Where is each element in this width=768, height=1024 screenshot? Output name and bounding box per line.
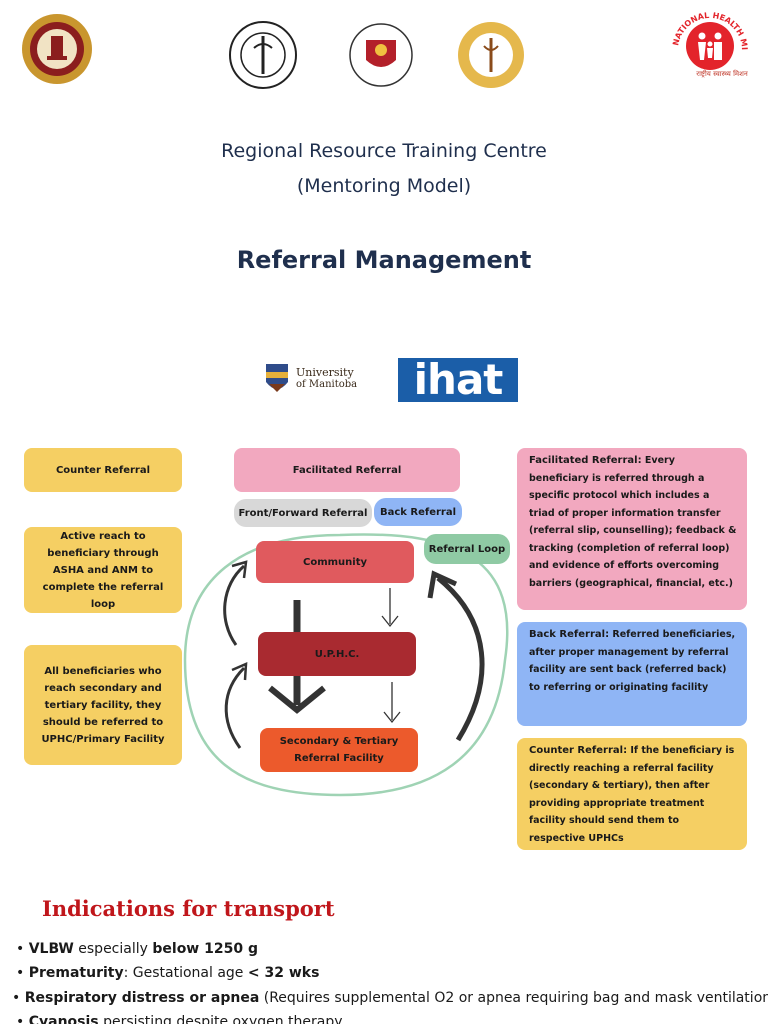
community-node: Community: [256, 541, 414, 583]
all-beneficiaries-box: All beneficiaries who reach secondary an…: [24, 645, 182, 765]
b1-bold2: below 1250 g: [152, 941, 258, 957]
back-referral-curved-arrow: [436, 576, 485, 742]
b3-mid: (Requires supplemental O2 or apnea requi…: [259, 990, 768, 1006]
facilitated-desc-text: Every beneficiary is referred through a …: [529, 455, 737, 589]
um-line1: University: [296, 366, 354, 379]
national-health-mission-logo: NATIONAL HEALTH MISSION: [664, 10, 756, 72]
indication-bullet-respiratory: • Respiratory distress or apnea (Require…: [12, 990, 768, 1006]
university-of-manitoba-logo: University of Manitoba: [264, 362, 357, 396]
page-title: Referral Management: [236, 246, 532, 274]
curved-up-arrow-upper: [223, 564, 246, 646]
b4-mid: persisting despite oxygen therapy: [98, 1014, 343, 1024]
back-desc-text: Referred beneficiaries, after proper man…: [529, 629, 736, 693]
um-line2: of Manitoba: [296, 379, 358, 390]
facilitated-referral-label: Facilitated Referral: [234, 448, 460, 492]
active-reach-box: Active reach to beneficiary through ASHA…: [24, 527, 182, 613]
b2-mid: : Gestational age: [123, 965, 248, 981]
um-shield-icon: [266, 364, 288, 392]
b1-bold: VLBW: [28, 941, 74, 957]
b4-bold: Cyanosis: [28, 1014, 99, 1024]
back-referral-label: Back Referral: [374, 498, 462, 526]
indication-bullet-prematurity: • Prematurity: Gestational age < 32 wks: [16, 965, 320, 981]
header-line1: Regional Resource Training Centre: [221, 140, 547, 162]
counter-desc-lead: Counter Referral:: [529, 745, 628, 756]
referral-loop-label: Referral Loop: [424, 534, 510, 564]
facilitated-desc-lead: Facilitated Referral:: [529, 455, 642, 466]
counter-desc-text: If the beneficiary is directly reaching …: [529, 745, 735, 844]
front-forward-referral-label: Front/Forward Referral: [234, 499, 372, 527]
armed-forces-college-logo: [348, 22, 414, 88]
mgm-medical-college-logo: [228, 20, 298, 90]
header-line2: (Mentoring Model): [296, 175, 472, 197]
b2-bold: Prematurity: [28, 965, 124, 981]
indications-title: Indications for transport: [42, 896, 335, 921]
b1-mid: especially: [73, 941, 153, 957]
indication-bullet-cyanosis: • Cyanosis persisting despite oxygen the…: [16, 1014, 343, 1024]
uphc-node: U.P.H.C.: [258, 632, 416, 676]
referral-loop-ring: [183, 533, 509, 797]
mp-government-emblem-logo: [20, 12, 94, 86]
back-desc-lead: Back Referral:: [529, 629, 610, 640]
counter-referral-label: Counter Referral: [24, 448, 182, 492]
ihat-logo: ihat: [398, 358, 518, 402]
secondary-tertiary-node: Secondary & Tertiary Referral Facility: [260, 728, 418, 772]
b2-bold2: < 32 wks: [247, 965, 320, 981]
curved-up-arrow-lower: [224, 666, 246, 749]
back-referral-description: Back Referral: Referred beneficiaries, a…: [517, 622, 747, 726]
nscb-medical-college-logo: [456, 20, 526, 90]
counter-referral-description: Counter Referral: If the beneficiary is …: [517, 738, 747, 850]
b3-bold: Respiratory distress or apnea: [24, 990, 260, 1006]
facilitated-referral-description: Facilitated Referral: Every beneficiary …: [517, 448, 747, 610]
indication-bullet-vlbw: • VLBW especially below 1250 g: [16, 941, 258, 957]
nhm-caption: राष्ट्रीय स्वास्थ्य मिशन: [696, 70, 748, 78]
